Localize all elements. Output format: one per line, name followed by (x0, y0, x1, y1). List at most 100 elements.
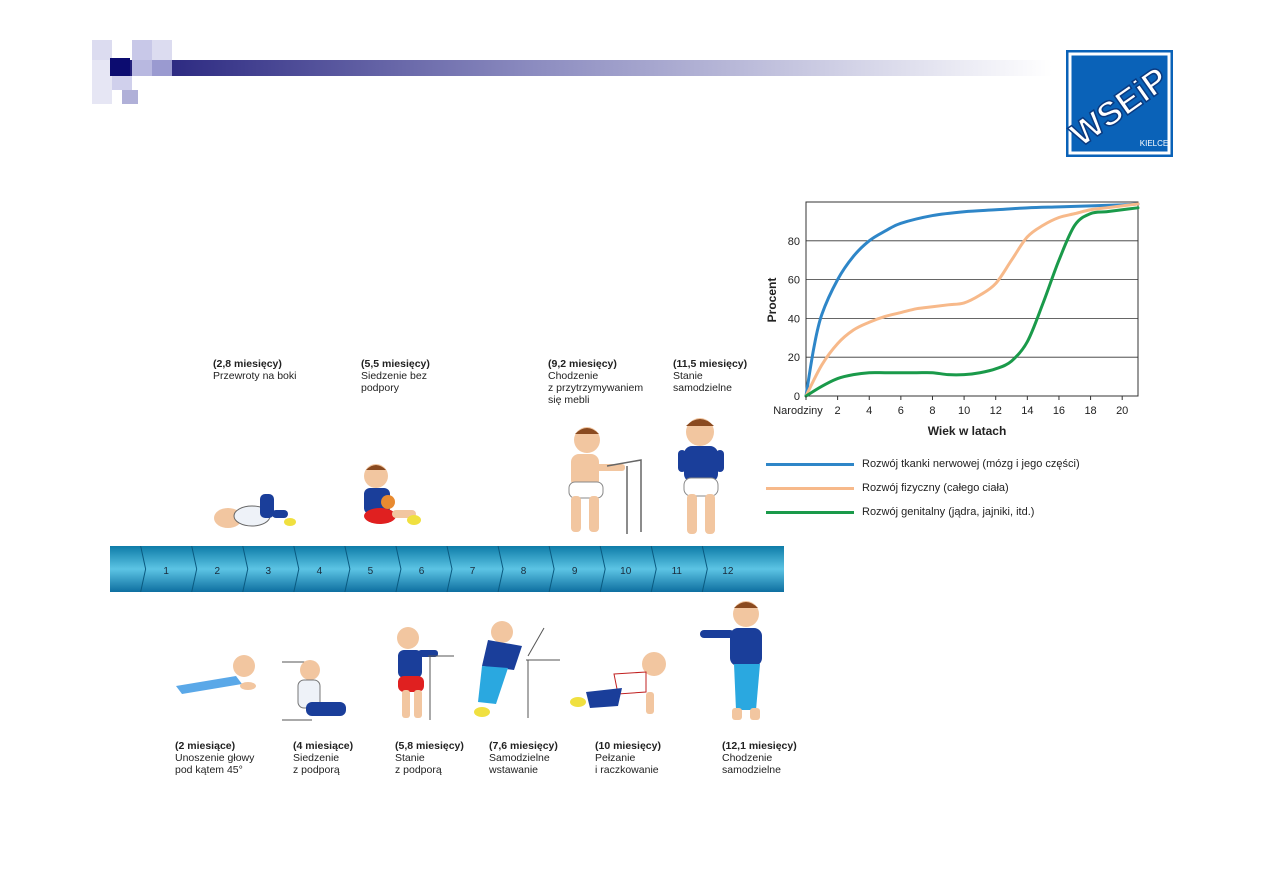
baby-standing-supported-illustration (397, 627, 454, 720)
milestone-top-2: (5,5 miesięcy) Siedzenie bez podpory (361, 358, 430, 394)
milestone-bottom-2: (4 miesiące) Siedzenie z podporą (293, 740, 353, 776)
milestone-desc: Stanie samodzielne (673, 370, 732, 394)
series-line-3 (804, 206, 1140, 398)
baby-rolling-illustration (214, 494, 296, 528)
milestone-desc: Chodzenie z przytrzymywaniem się mebli (548, 370, 644, 406)
x-tick-label: 4 (866, 405, 872, 417)
timeline-divider (344, 546, 351, 592)
timeline-divider (446, 546, 453, 592)
timeline-month-label: 4 (317, 566, 323, 577)
milestone-age: (2 miesiące) (175, 740, 236, 752)
baby-standing-illustration (678, 418, 724, 534)
x-tick-label: Narodziny (773, 405, 823, 417)
milestone-age: (5,8 miesięcy) (395, 740, 464, 752)
timeline-month-label: 2 (214, 566, 220, 577)
y-tick-label: 0 (794, 391, 800, 403)
milestone-bottom-6: (12,1 miesięcy) Chodzenie samodzielne (722, 740, 797, 776)
timeline-divider (293, 546, 300, 592)
chart-legend: Rozwój tkanki nerwowej (mózg i jego częś… (766, 452, 1080, 524)
growth-chart: 0 20 40 60 80 Narodziny 2 4 6 8 10 12 14 16 18 20 Proc… (765, 201, 1140, 438)
timeline-divider (497, 546, 504, 592)
x-tick-label: 12 (990, 405, 1002, 417)
x-axis-label: Wiek w latach (928, 424, 1007, 438)
x-tick-label: 6 (898, 405, 904, 417)
timeline-month-label: 11 (672, 566, 683, 577)
milestone-top-3: (9,2 miesięcy) Chodzenie z przytrzymywan… (548, 358, 643, 406)
legend-swatch (766, 462, 854, 466)
timeline-divider (599, 546, 606, 592)
timeline-month-label: 7 (470, 566, 476, 577)
timeline-divider (701, 546, 708, 592)
timeline-divider (140, 546, 147, 592)
timeline-month-label: 9 (572, 566, 578, 577)
milestone-age: (10 miesięcy) (595, 740, 661, 752)
legend-item-genital: Rozwój genitalny (jądra, jajniki, itd.) (766, 500, 1080, 524)
timeline-month-label: 3 (266, 566, 272, 577)
milestone-bottom-1: (2 miesiące) Unoszenie głowy pod kątem 4… (175, 740, 254, 776)
timeline-divider (242, 546, 249, 592)
wseip-logo: WSEiP KIELCE (1063, 50, 1176, 157)
milestone-bottom-3: (5,8 miesięcy) Stanie z podporą (395, 740, 464, 776)
milestone-desc: Samodzielne wstawanie (489, 752, 550, 776)
timeline-month-label: 5 (368, 566, 374, 577)
timeline-month-label: 12 (722, 566, 734, 577)
x-tick-label: 16 (1053, 405, 1065, 417)
baby-pulling-up-illustration (474, 621, 560, 718)
timeline-month-label: 6 (419, 566, 425, 577)
timeline-month-label: 10 (620, 566, 632, 577)
milestone-age: (7,6 miesięcy) (489, 740, 558, 752)
timeline-divider (191, 546, 198, 592)
legend-label: Rozwój tkanki nerwowej (mózg i jego częś… (862, 458, 1080, 470)
timeline-divider (548, 546, 555, 592)
milestone-age: (9,2 miesięcy) (548, 358, 617, 370)
milestone-desc: Chodzenie samodzielne (722, 752, 781, 776)
baby-sitting-illustration (364, 464, 421, 525)
milestone-age: (11,5 miesięcy) (673, 358, 748, 370)
y-axis-label: Procent (765, 278, 779, 323)
x-tick-label: 2 (835, 405, 841, 417)
x-tick-label: 20 (1116, 405, 1128, 417)
legend-swatch (766, 510, 854, 514)
legend-label: Rozwój genitalny (jądra, jajniki, itd.) (862, 506, 1035, 518)
baby-supported-sitting-illustration (282, 660, 346, 721)
x-tick-label: 8 (929, 405, 935, 417)
milestone-desc: Siedzenie z podporą (293, 752, 340, 776)
milestone-age: (12,1 miesięcy) (722, 740, 797, 752)
milestone-bottom-5: (10 miesięcy) Pełzanie i raczkowanie (595, 740, 661, 776)
x-tick-label: 10 (958, 405, 970, 417)
y-tick-label: 20 (788, 352, 800, 364)
baby-lifting-head-illustration (176, 655, 256, 694)
series-line-1 (804, 202, 1140, 398)
timeline-divider (650, 546, 657, 592)
header-decoration (92, 40, 1052, 104)
timeline-divider (395, 546, 402, 592)
milestone-desc: Przewroty na boki (213, 370, 297, 382)
milestone-age: (4 miesiące) (293, 740, 354, 752)
baby-cruising-illustration (568, 427, 642, 534)
y-tick-label: 80 (788, 236, 800, 248)
y-tick-label: 60 (788, 275, 800, 287)
milestone-bottom-4: (7,6 miesięcy) Samodzielne wstawanie (489, 740, 558, 776)
x-tick-label: 18 (1084, 405, 1096, 417)
x-tick-label: 14 (1021, 405, 1033, 417)
milestone-age: (5,5 miesięcy) (361, 358, 430, 370)
milestone-desc: Stanie z podporą (395, 752, 442, 776)
y-tick-label: 40 (788, 313, 800, 325)
milestone-desc: Unoszenie głowy pod kątem 45° (175, 752, 255, 776)
baby-walking-illustration (700, 601, 762, 720)
legend-swatch (766, 486, 854, 490)
legend-item-nervous: Rozwój tkanki nerwowej (mózg i jego częś… (766, 452, 1080, 476)
legend-label: Rozwój fizyczny (całego ciała) (862, 482, 1009, 494)
timeline-month-label: 8 (521, 566, 527, 577)
series-line-2 (804, 202, 1140, 398)
milestone-desc: Siedzenie bez podpory (361, 370, 427, 394)
milestone-age: (2,8 miesięcy) (213, 358, 282, 370)
logo-subtext: KIELCE (1140, 139, 1168, 148)
timeline-month-label: 1 (163, 566, 169, 577)
baby-crawling-illustration (570, 652, 666, 714)
legend-item-physical: Rozwój fizyczny (całego ciała) (766, 476, 1080, 500)
milestone-desc: Pełzanie i raczkowanie (595, 752, 659, 776)
milestone-top-1: (2,8 miesięcy) Przewroty na boki (213, 358, 296, 382)
milestone-top-4: (11,5 miesięcy) Stanie samodzielne (673, 358, 747, 394)
